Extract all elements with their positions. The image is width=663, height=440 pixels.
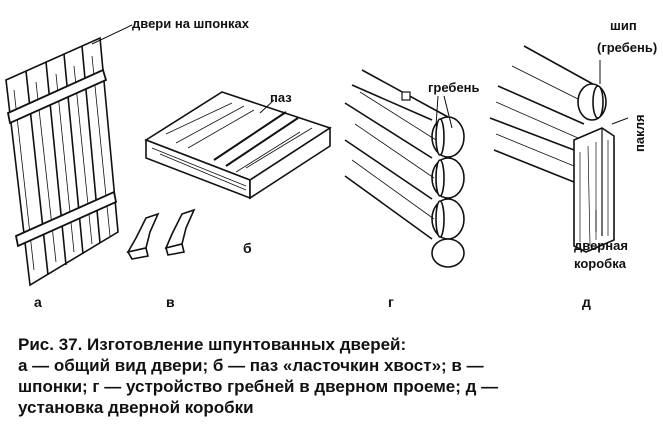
figure-caption: Рис. 37. Изготовление шпунтованных двере… bbox=[18, 334, 658, 418]
label-door-frame-line1: дверная bbox=[574, 238, 628, 253]
letter-g: г bbox=[388, 294, 394, 310]
label-door-frame-line2: коробка bbox=[574, 256, 626, 271]
frame-panel-d bbox=[489, 45, 629, 253]
caption-line-1: Рис. 37. Изготовление шпунтованных двере… bbox=[18, 335, 407, 354]
caption-line-2: а — общий вид двери; б — паз «ласточкин … bbox=[18, 356, 484, 375]
groove-panel-b bbox=[144, 91, 332, 200]
label-tenon: шип bbox=[610, 18, 637, 33]
label-door-on-keys: двери на шпонках bbox=[132, 16, 249, 31]
label-groove: паз bbox=[270, 90, 292, 105]
label-ridge: гребень bbox=[428, 80, 480, 95]
caption-line-4: установка дверной коробки bbox=[18, 398, 254, 417]
label-tow: пакля bbox=[632, 114, 647, 152]
letter-d: д bbox=[582, 294, 591, 310]
letter-v: в bbox=[166, 294, 175, 310]
ridges-panel-g bbox=[344, 69, 465, 268]
door-panel-a bbox=[5, 24, 133, 287]
label-tenon-ridge: (гребень) bbox=[597, 40, 658, 55]
figure-illustration bbox=[5, 24, 629, 287]
keys-panel-v bbox=[126, 208, 196, 260]
letter-b: б bbox=[243, 240, 252, 256]
caption-line-3: шпонки; г — устройство гребней в дверном… bbox=[18, 377, 499, 396]
letter-a: а bbox=[34, 294, 42, 310]
